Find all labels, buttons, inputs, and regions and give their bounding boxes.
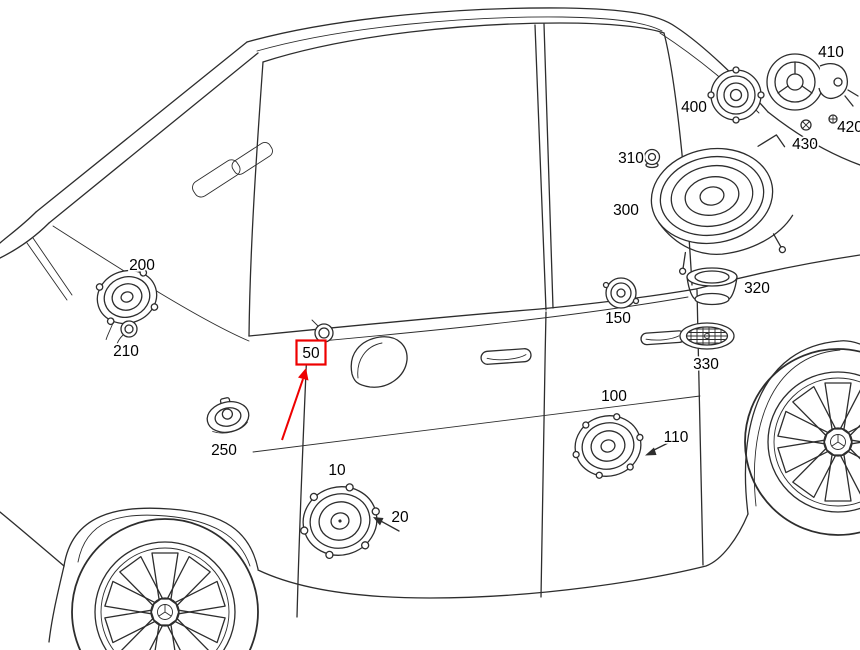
highlight-arrow-head: [298, 368, 309, 381]
spacer-320-drawing: [686, 267, 738, 306]
part-label-10[interactable]: 10: [327, 460, 348, 481]
part-label-250[interactable]: 250: [209, 440, 239, 461]
screw-430-drawing: [800, 119, 812, 131]
part-label-330[interactable]: 330: [691, 354, 721, 375]
speaker-250-drawing: [206, 397, 250, 434]
speaker-200-drawing: [95, 268, 159, 340]
grille-330-drawing: [679, 322, 735, 350]
bracket-410-drawing: [766, 53, 859, 111]
highlight-part-50[interactable]: 50: [281, 339, 327, 441]
wheel-center-star: [158, 604, 172, 617]
speaker-150-drawing: [602, 277, 640, 309]
tweeter-50-drawing: [311, 319, 334, 343]
side-mirror: [350, 336, 408, 388]
car-body-outline: [0, 7, 860, 643]
front-wheel: [71, 518, 259, 650]
highlight-box: [295, 339, 327, 366]
part-label-320[interactable]: 320: [742, 278, 772, 299]
part-label-110[interactable]: 110: [662, 427, 691, 448]
part-label-150[interactable]: 150: [603, 308, 633, 329]
front-door-seam: [296, 348, 308, 618]
speaker-100-drawing: [572, 413, 644, 479]
front-door-handle: [480, 348, 532, 365]
part-label-400[interactable]: 400: [679, 97, 709, 118]
arrow-110: [645, 442, 669, 456]
screw-420-drawing: [828, 114, 838, 124]
part-label-200[interactable]: 200: [127, 255, 157, 276]
part-label-210[interactable]: 210: [111, 341, 141, 362]
speaker-10-drawing: [300, 483, 380, 560]
tweeter-210-drawing: [116, 320, 138, 356]
part-label-410[interactable]: 410: [816, 42, 846, 63]
rear-door-seam: [540, 311, 547, 598]
part-label-300[interactable]: 300: [611, 200, 641, 221]
part-label-420[interactable]: 420: [835, 117, 860, 138]
grommet-310-drawing: [643, 148, 661, 169]
arrow-20: [373, 517, 400, 532]
rear-wheel: [744, 348, 860, 536]
subwoofer-300-drawing: [650, 134, 794, 275]
highlight-arrow-line: [281, 378, 304, 441]
part-label-20[interactable]: 20: [390, 507, 411, 528]
part-label-50[interactable]: 50: [301, 343, 322, 364]
wheel-center-star: [831, 434, 845, 447]
speaker-400-drawing: [707, 66, 765, 124]
part-label-100[interactable]: 100: [599, 386, 629, 407]
part-label-310[interactable]: 310: [616, 148, 646, 169]
part-label-430[interactable]: 430: [790, 134, 820, 155]
rear-door-handle: [640, 330, 686, 346]
